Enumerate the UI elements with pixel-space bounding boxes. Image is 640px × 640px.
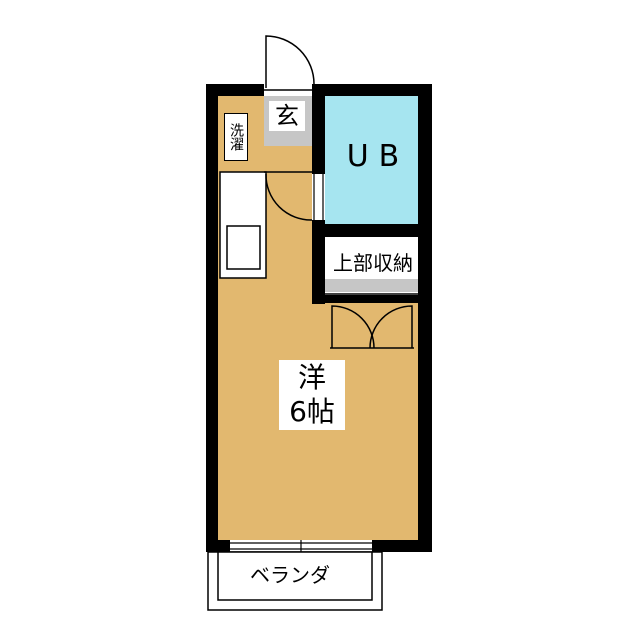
balcony-label: ベランダ <box>250 563 330 587</box>
balcony-inner <box>217 551 373 601</box>
closet-door-left <box>331 305 375 349</box>
closet-door-right <box>369 305 413 349</box>
bath-door-swing <box>265 173 313 221</box>
bath-room <box>325 96 418 224</box>
bath-label: UB <box>346 139 410 174</box>
kitchen-sink <box>226 225 261 270</box>
bath-door-gap <box>312 174 325 220</box>
entrance-label: 玄 <box>269 101 305 131</box>
main-room-type: 洋 <box>297 361 326 395</box>
entry-door-swing <box>265 35 315 88</box>
closet-wall <box>312 295 418 303</box>
closet <box>325 303 418 348</box>
main-room-size: 6帖 <box>289 395 335 428</box>
main-room-label: 洋 6帖 <box>279 360 345 430</box>
storage-label: 上部収納 <box>333 251 413 275</box>
storage-shelf <box>325 279 418 292</box>
washer-label: 洗濯 <box>224 113 248 161</box>
bath-bottom-wall <box>312 224 418 237</box>
